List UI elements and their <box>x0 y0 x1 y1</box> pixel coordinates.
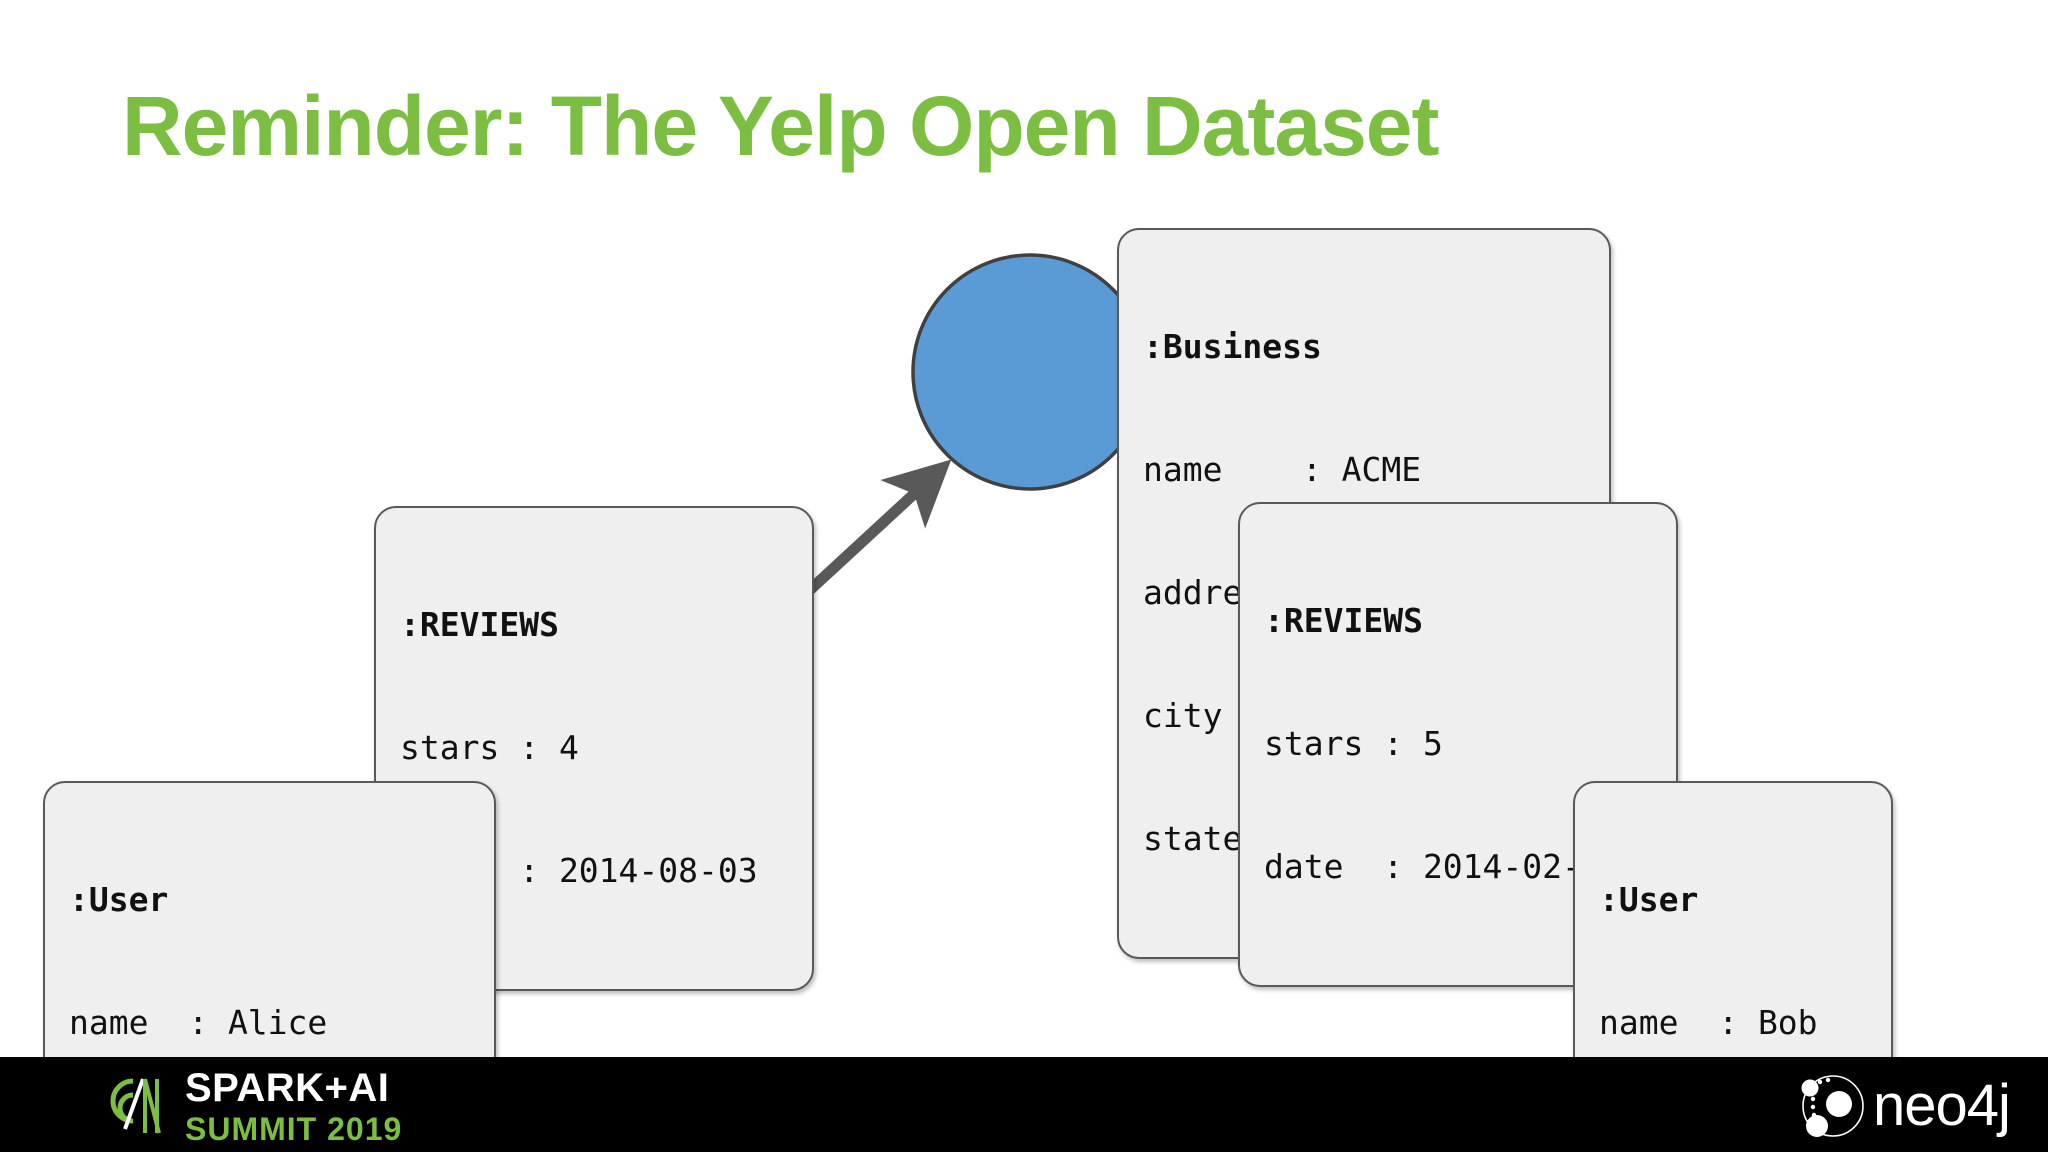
relationship-reviews-alice-label: :REVIEWS <box>400 605 559 644</box>
page-title: Reminder: The Yelp Open Dataset <box>122 79 1439 173</box>
node-user-bob-label: :User <box>1599 880 1699 919</box>
property-row: name : Alice <box>69 1003 328 1042</box>
property-row: name : ACME <box>1143 450 1422 489</box>
spark-ai-summit-mark-icon <box>110 1078 161 1134</box>
property-row: name : Bob <box>1599 1003 1818 1042</box>
node-user-alice-label: :User <box>69 880 169 919</box>
spark-logo-line1: SPARK+AI <box>185 1065 390 1110</box>
property-row: stars : 5 <box>1264 724 1443 763</box>
spark-logo-line2: SUMMIT 2019 <box>185 1110 403 1147</box>
relationship-reviews-bob-label: :REVIEWS <box>1264 601 1423 640</box>
node-business-label: :Business <box>1143 327 1322 366</box>
footer-bar <box>0 1057 2048 1152</box>
property-row: stars : 4 <box>400 728 579 767</box>
neo4j-wordmark: neo4j <box>1873 1073 2011 1138</box>
spark-ai-summit-logo: SPARK+AI SUMMIT 2019 <box>103 1065 403 1147</box>
neo4j-mark-icon <box>1801 1075 1864 1137</box>
node-business-circle[interactable] <box>911 253 1149 491</box>
neo4j-logo: neo4j <box>1795 1068 2011 1144</box>
